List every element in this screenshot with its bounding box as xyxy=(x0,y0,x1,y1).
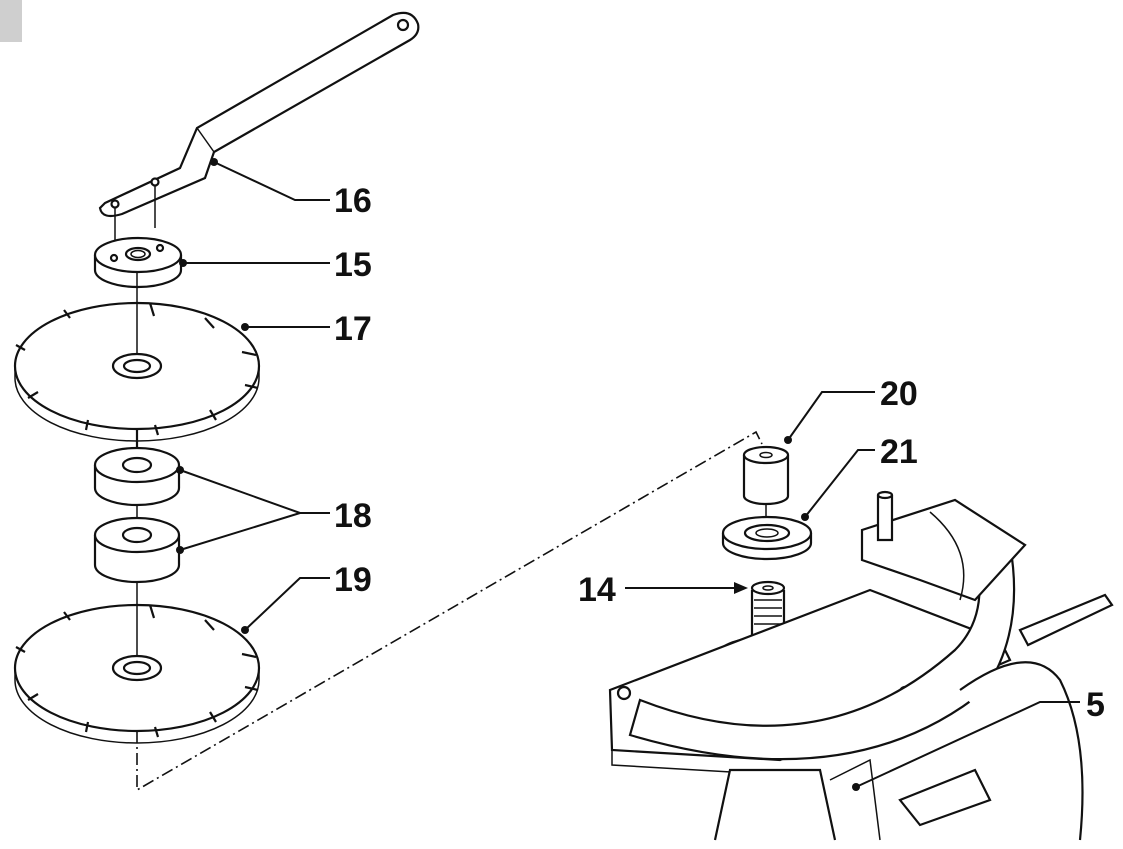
washer-part-21 xyxy=(721,515,813,561)
callout-21: 21 xyxy=(880,433,918,471)
blade-part-19 xyxy=(13,603,261,744)
callout-18: 18 xyxy=(334,497,372,535)
callout-16: 16 xyxy=(334,182,372,220)
callout-20: 20 xyxy=(880,375,918,413)
blade-part-17 xyxy=(13,272,261,455)
gearbox-housing-part-5 xyxy=(608,490,1114,841)
assembly-path xyxy=(136,430,763,792)
callout-15: 15 xyxy=(334,246,372,284)
wrench-part-16 xyxy=(98,11,420,240)
callout-14: 14 xyxy=(578,571,616,609)
leader-lines xyxy=(176,158,1080,791)
corner-tab xyxy=(0,0,22,42)
flange-part-15 xyxy=(93,236,183,289)
bushing-part-20 xyxy=(742,445,790,520)
spacers-part-18 xyxy=(93,446,181,605)
callout-5: 5 xyxy=(1086,686,1105,724)
callout-19: 19 xyxy=(334,561,372,599)
callout-17: 17 xyxy=(334,310,372,348)
